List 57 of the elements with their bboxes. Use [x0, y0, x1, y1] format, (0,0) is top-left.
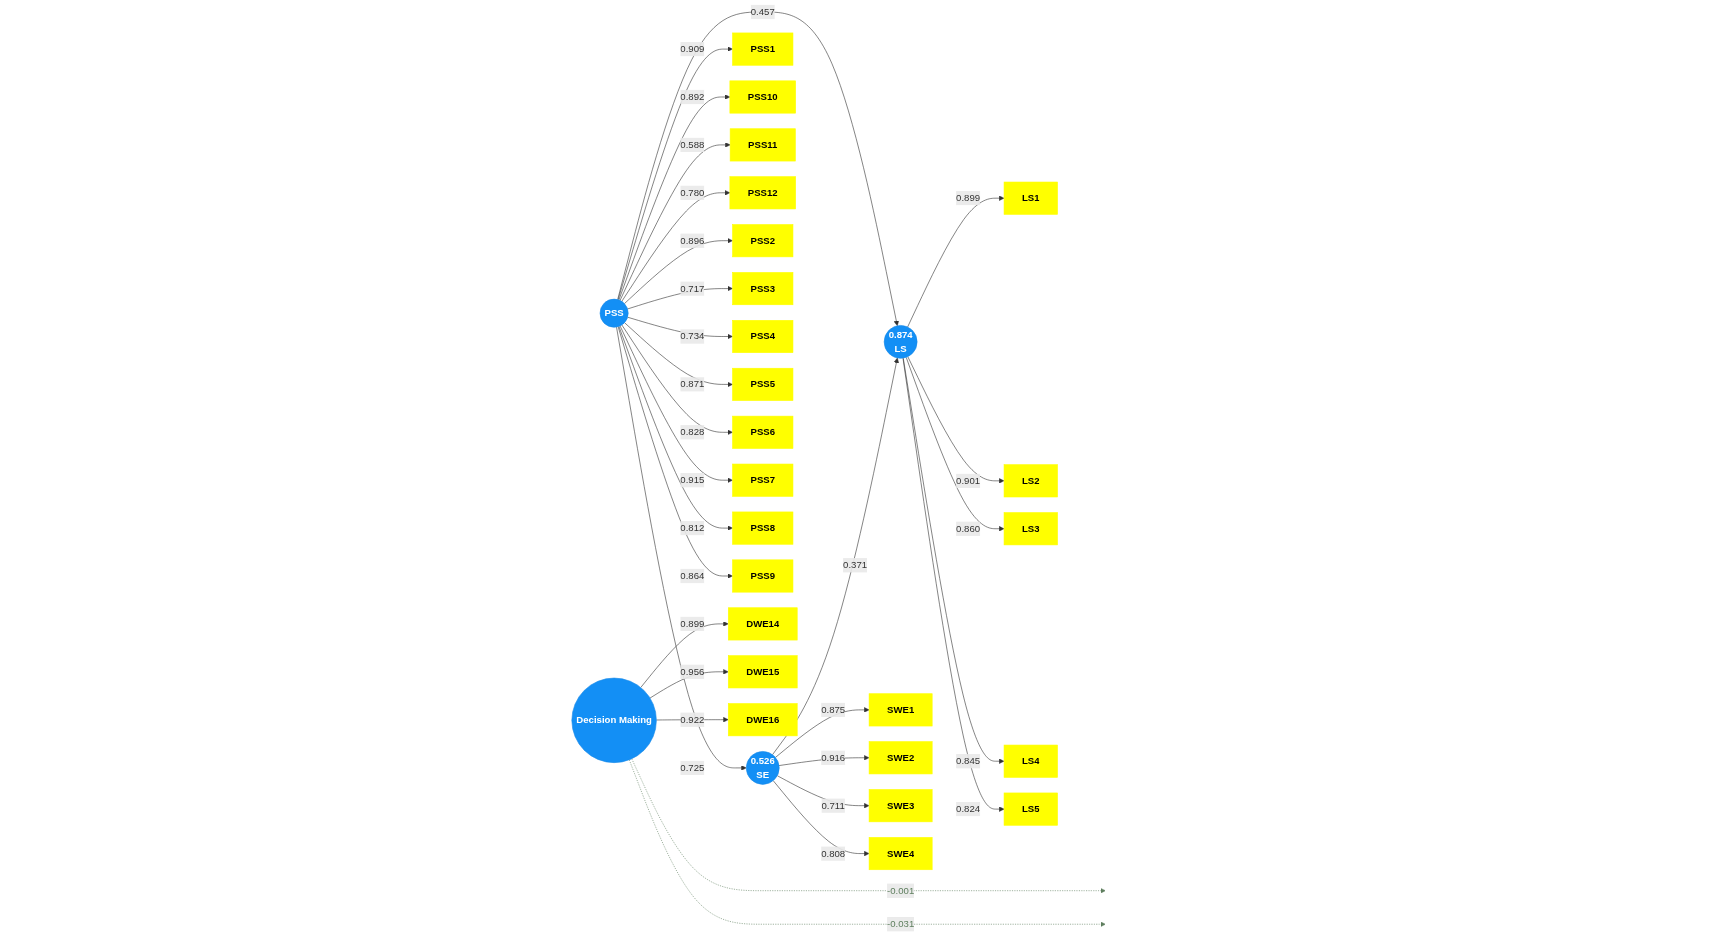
- indicator-box: PSS2: [732, 224, 794, 258]
- edge-label: 0.711: [821, 800, 845, 811]
- indicator-box: SWE3: [868, 789, 933, 823]
- edge-label: 0.901: [956, 475, 980, 486]
- edge-label: 0.871: [680, 379, 705, 390]
- indicator-box: PSS7: [732, 463, 794, 497]
- indicator-box: SWE2: [868, 741, 933, 775]
- edge-label: 0.812: [680, 522, 705, 533]
- indicator-box: PSS5: [732, 367, 794, 401]
- construct-ellipse: 0.526 SE: [745, 751, 780, 785]
- indicator-box: PSS3: [732, 272, 794, 306]
- indicator-box: PSS1: [732, 32, 794, 66]
- edge-label: 0.860: [956, 523, 980, 534]
- edge-label: 0.892: [680, 91, 705, 102]
- edge-label: 0.896: [680, 235, 705, 246]
- indicator-box: PSS6: [732, 415, 794, 449]
- construct-ellipse: PSS: [599, 298, 629, 328]
- edge-label: 0.588: [680, 139, 705, 150]
- edge-label: 0.457: [750, 6, 775, 17]
- indicator-box: SWE1: [868, 693, 933, 727]
- edge-label: 0.808: [821, 848, 846, 859]
- edge-label: 0.717: [680, 283, 705, 294]
- edge-label: 0.845: [956, 755, 980, 766]
- edge-label: 0.371: [842, 559, 867, 571]
- edge-label: 0.899: [680, 618, 705, 629]
- edge-label: 0.915: [680, 474, 705, 485]
- indicator-box: SWE4: [868, 837, 933, 871]
- edge-label: 0.725: [680, 762, 705, 773]
- indicator-box: LS4: [1003, 744, 1058, 778]
- edge-label: 0.734: [680, 331, 705, 342]
- indicator-box: DWE14: [727, 607, 798, 641]
- indicator-box: LS5: [1003, 792, 1058, 826]
- construct-ellipse: 0.874 LS: [883, 325, 918, 359]
- indicator-box: LS2: [1003, 464, 1058, 498]
- edge-label: 0.922: [680, 714, 705, 725]
- indicator-box: LS1: [1003, 181, 1058, 215]
- edge-label: -0.031: [886, 918, 915, 930]
- indicator-box: DWE15: [727, 655, 798, 689]
- edge-label: 0.780: [680, 187, 705, 198]
- construct-ellipse: Decision Making: [571, 677, 657, 763]
- edge-label: -0.001: [886, 885, 915, 896]
- indicator-box: DWE16: [727, 703, 798, 737]
- indicator-box: LS3: [1003, 512, 1058, 546]
- edge-label: 0.899: [956, 192, 980, 203]
- indicator-box: PSS12: [729, 176, 796, 210]
- edge-label: 0.864: [680, 570, 705, 581]
- edge-label: 0.875: [821, 704, 846, 715]
- edge-label: 0.909: [680, 43, 705, 54]
- indicator-box: PSS8: [732, 511, 794, 545]
- indicator-box: PSS4: [732, 320, 794, 353]
- edge-label: 0.916: [821, 752, 846, 763]
- indicator-box: PSS11: [729, 128, 796, 162]
- edge-label: 0.956: [680, 666, 705, 677]
- edge-label: 0.828: [680, 426, 705, 438]
- edge-label: 0.824: [956, 803, 980, 814]
- indicator-box: PSS10: [729, 80, 796, 114]
- indicator-box: PSS9: [732, 559, 794, 593]
